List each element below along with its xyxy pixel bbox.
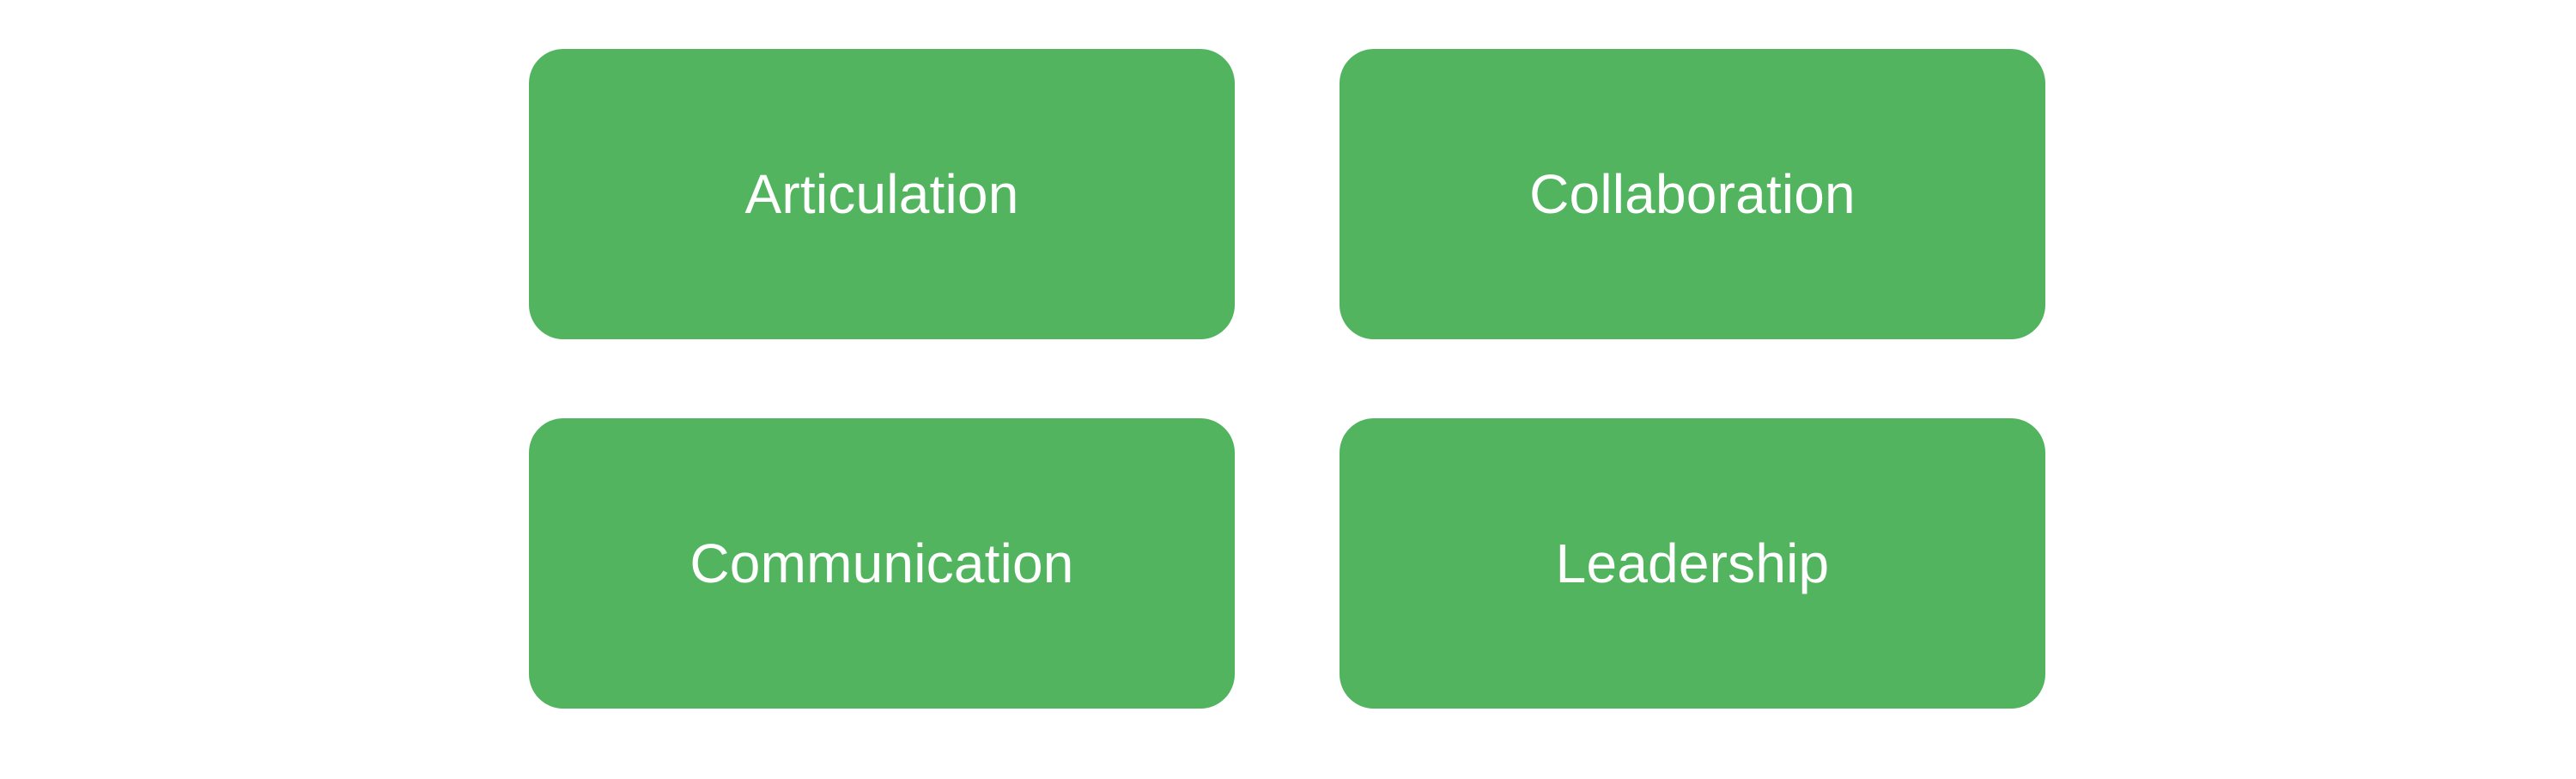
skill-card-label: Articulation	[744, 162, 1019, 225]
skill-card-label: Communication	[690, 532, 1074, 594]
skill-card-collaboration[interactable]: Collaboration	[1340, 49, 2045, 339]
skill-card-leadership[interactable]: Leadership	[1340, 418, 2045, 709]
skill-card-communication[interactable]: Communication	[529, 418, 1235, 709]
skill-card-label: Leadership	[1555, 532, 1830, 594]
skill-card-articulation[interactable]: Articulation	[529, 49, 1235, 339]
skills-card-grid: Articulation Collaboration Communication…	[529, 49, 2045, 709]
skill-card-label: Collaboration	[1529, 162, 1856, 225]
